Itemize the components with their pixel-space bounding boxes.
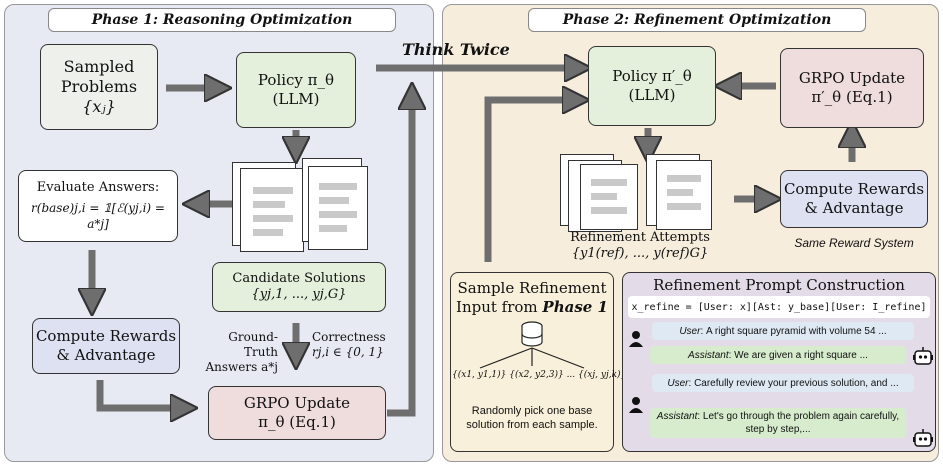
grpo2-line2: π′_θ (Eq.1) bbox=[811, 88, 893, 106]
robot-icon bbox=[913, 429, 933, 447]
prompt-template: x_refine = [User: x][Ast: y_base][User: … bbox=[628, 296, 930, 318]
sample-refinement-box: Sample Refinement Input from Phase 1 bbox=[450, 272, 614, 452]
message-assistant-2: Assistant: Let's go through the problem … bbox=[650, 408, 906, 438]
candidate-title: Candidate Solutions bbox=[232, 271, 366, 286]
phase2-title: Phase 2: Refinement Optimization bbox=[528, 8, 866, 32]
compute-line1: Compute Rewards bbox=[35, 327, 177, 345]
sample-note: Randomly pick one base solution from eac… bbox=[466, 405, 598, 431]
sample-line1: Sample Refinement bbox=[457, 279, 607, 297]
compute-rewards-box: Compute Rewards & Advantage bbox=[32, 318, 180, 374]
arrow-grpo-up bbox=[387, 96, 412, 417]
evaluate-formula: r(base)j,i = 𝟙[ℰ(yj,i) = a*j] bbox=[31, 201, 165, 231]
sampled-line2: Problems bbox=[60, 77, 138, 96]
message-user-1-role: User bbox=[679, 325, 701, 337]
compute2-line1: Compute Rewards bbox=[783, 180, 925, 198]
think-twice-label: Think Twice bbox=[402, 40, 510, 59]
ground-truth-line2: Answers a*j bbox=[205, 360, 278, 374]
correctness-label: Correctness rj,i ∈ {0, 1} bbox=[312, 330, 392, 360]
message-user-2: User: Carefully review your previous sol… bbox=[652, 374, 914, 392]
ground-truth-label: Ground-Truth Answers a*j bbox=[200, 330, 278, 375]
refinement-docs bbox=[560, 154, 730, 234]
grpo-line1: GRPO Update bbox=[243, 394, 351, 412]
message-user-2-role: User bbox=[667, 377, 689, 389]
grpo2-line1: GRPO Update bbox=[798, 69, 906, 87]
sampled-line1: Sampled bbox=[63, 57, 135, 76]
attempts-title: Refinement Attempts bbox=[570, 230, 710, 245]
grpo-update-box: GRPO Update π_θ (Eq.1) bbox=[208, 386, 386, 440]
grpo-line2: π_θ (Eq.1) bbox=[258, 413, 336, 431]
database-icon bbox=[521, 326, 543, 347]
database-tree bbox=[479, 321, 585, 369]
prompt-title: Refinement Prompt Construction bbox=[653, 276, 905, 294]
sample-line2: Input from bbox=[456, 298, 538, 316]
grpo2-box: GRPO Update π′_θ (Eq.1) bbox=[780, 48, 924, 128]
candidate-solutions-box: Candidate Solutions {yj,1, ..., yj,G} bbox=[212, 262, 386, 312]
policy2-line2: (LLM) bbox=[628, 86, 676, 104]
leaf-1: {(x1, y1,1)} bbox=[452, 370, 507, 380]
policy-box: Policy π_θ (LLM) bbox=[236, 52, 356, 128]
sampled-problems-box: Sampled Problems {xⱼ} bbox=[40, 44, 158, 130]
arrow-sample-policy2 bbox=[484, 100, 576, 262]
evaluate-answers-box: Evaluate Answers: r(base)j,i = 𝟙[ℰ(yj,i)… bbox=[18, 170, 178, 242]
leaf-2: {(x2, y2,3)} bbox=[509, 370, 564, 380]
compute2-line2: & Advantage bbox=[804, 199, 904, 217]
user-icon bbox=[629, 331, 643, 347]
message-user-2-text: Carefully review your previous solution,… bbox=[694, 377, 899, 389]
sampled-math: {xⱼ} bbox=[82, 97, 116, 116]
arrow-compute-grpo bbox=[96, 380, 184, 408]
robot-icon bbox=[913, 347, 933, 365]
ground-truth-line1: Ground-Truth bbox=[228, 330, 278, 359]
sample-line2-wrap: Input from Phase 1 bbox=[456, 298, 608, 317]
sample-phase-ref: Phase 1 bbox=[542, 298, 608, 316]
candidate-math: {yj,1, ..., yj,G} bbox=[251, 287, 347, 302]
compute-line2: & Advantage bbox=[56, 346, 156, 364]
message-assistant-2-text: Let's go through the problem again caref… bbox=[702, 411, 900, 435]
leaf-3: {(xj, yj,k)} bbox=[578, 370, 627, 380]
compute2-box: Compute Rewards & Advantage bbox=[780, 170, 928, 228]
message-user-1-text: A right square pyramid with volume 54 ..… bbox=[706, 325, 887, 337]
correctness-line1: Correctness bbox=[312, 330, 386, 344]
policy-line1: Policy π_θ bbox=[257, 71, 335, 89]
policy2-line1: Policy π′_θ bbox=[612, 67, 692, 85]
attempts-math: {y1(ref), ..., y(ref)G} bbox=[571, 246, 709, 261]
candidate-docs bbox=[232, 158, 372, 258]
refinement-attempts-label: Refinement Attempts {y1(ref), ..., y(ref… bbox=[558, 230, 722, 262]
message-assistant-1-role: Assistant bbox=[688, 349, 729, 361]
correctness-line2: rj,i ∈ {0, 1} bbox=[312, 345, 384, 359]
same-reward-label: Same Reward System bbox=[794, 236, 914, 250]
evaluate-title: Evaluate Answers: bbox=[36, 180, 160, 195]
message-assistant-1: Assistant: We are given a right square .… bbox=[650, 346, 906, 364]
policy-line2: (LLM) bbox=[272, 90, 320, 108]
tree-leaves: {(x1, y1,1)} {(x2, y2,3)} ... {(xj, yj,k… bbox=[452, 370, 626, 380]
phase1-title: Phase 1: Reasoning Optimization bbox=[48, 8, 396, 32]
user-icon bbox=[629, 397, 643, 413]
message-user-1: User: A right square pyramid with volume… bbox=[652, 322, 914, 340]
leaf-ellipsis: ... bbox=[566, 370, 576, 380]
message-assistant-1-text: We are given a right square ... bbox=[734, 349, 868, 361]
message-assistant-2-role: Assistant bbox=[656, 411, 698, 422]
policy2-box: Policy π′_θ (LLM) bbox=[588, 46, 716, 126]
